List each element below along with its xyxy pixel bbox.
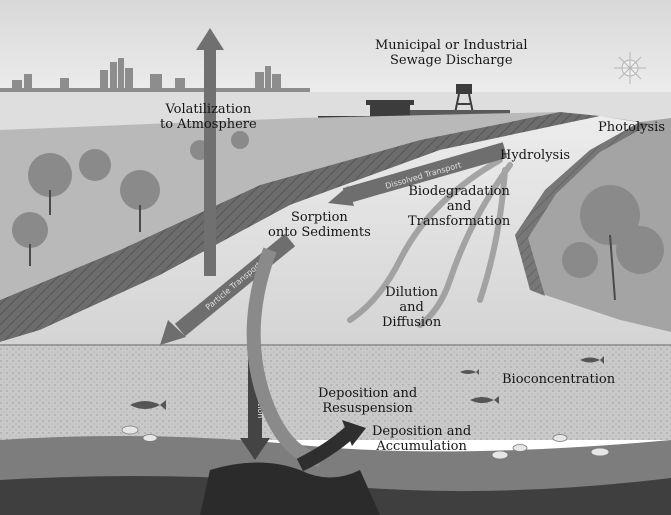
- label-photolysis: Photolysis: [598, 120, 665, 135]
- label-photolysis-text: Photolysis: [598, 120, 665, 135]
- label-deposition-accumulation: Deposition and Accumulation: [372, 424, 471, 454]
- label-biodegradation: Biodegradation and Transformation: [408, 184, 510, 229]
- label-deposition-resuspension-line1: Deposition and: [318, 386, 417, 401]
- label-volatilization: Volatilization to Atmosphere: [160, 102, 257, 132]
- label-dilution-line3: Diffusion: [382, 315, 441, 330]
- label-biodegradation-line3: Transformation: [408, 214, 510, 229]
- label-discharge-line1: Municipal or Industrial: [375, 38, 528, 53]
- label-bioconcentration-text: Bioconcentration: [502, 372, 615, 387]
- label-deposition-accumulation-line2: Accumulation: [372, 439, 471, 454]
- label-deposition-resuspension: Deposition and Resuspension: [318, 386, 417, 416]
- label-biodegradation-line1: Biodegradation: [408, 184, 510, 199]
- label-bioconcentration: Bioconcentration: [502, 372, 615, 387]
- label-sorption-line1: Sorption: [268, 210, 371, 225]
- label-dilution-line1: Dilution: [382, 285, 441, 300]
- label-biodegradation-line2: and: [408, 199, 510, 214]
- label-dilution-line2: and: [382, 300, 441, 315]
- label-discharge-line2: Sewage Discharge: [375, 53, 528, 68]
- label-hydrolysis-text: Hydrolysis: [500, 148, 570, 163]
- label-sorption-line2: onto Sediments: [268, 225, 371, 240]
- label-deposition-accumulation-line1: Deposition and: [372, 424, 471, 439]
- label-dilution: Dilution and Diffusion: [382, 285, 441, 330]
- label-volatilization-line1: Volatilization: [160, 102, 257, 117]
- label-discharge: Municipal or Industrial Sewage Discharge: [375, 38, 528, 68]
- label-hydrolysis: Hydrolysis: [500, 148, 570, 163]
- label-sorption: Sorption onto Sediments: [268, 210, 371, 240]
- label-volatilization-line2: to Atmosphere: [160, 117, 257, 132]
- label-deposition-resuspension-line2: Resuspension: [318, 401, 417, 416]
